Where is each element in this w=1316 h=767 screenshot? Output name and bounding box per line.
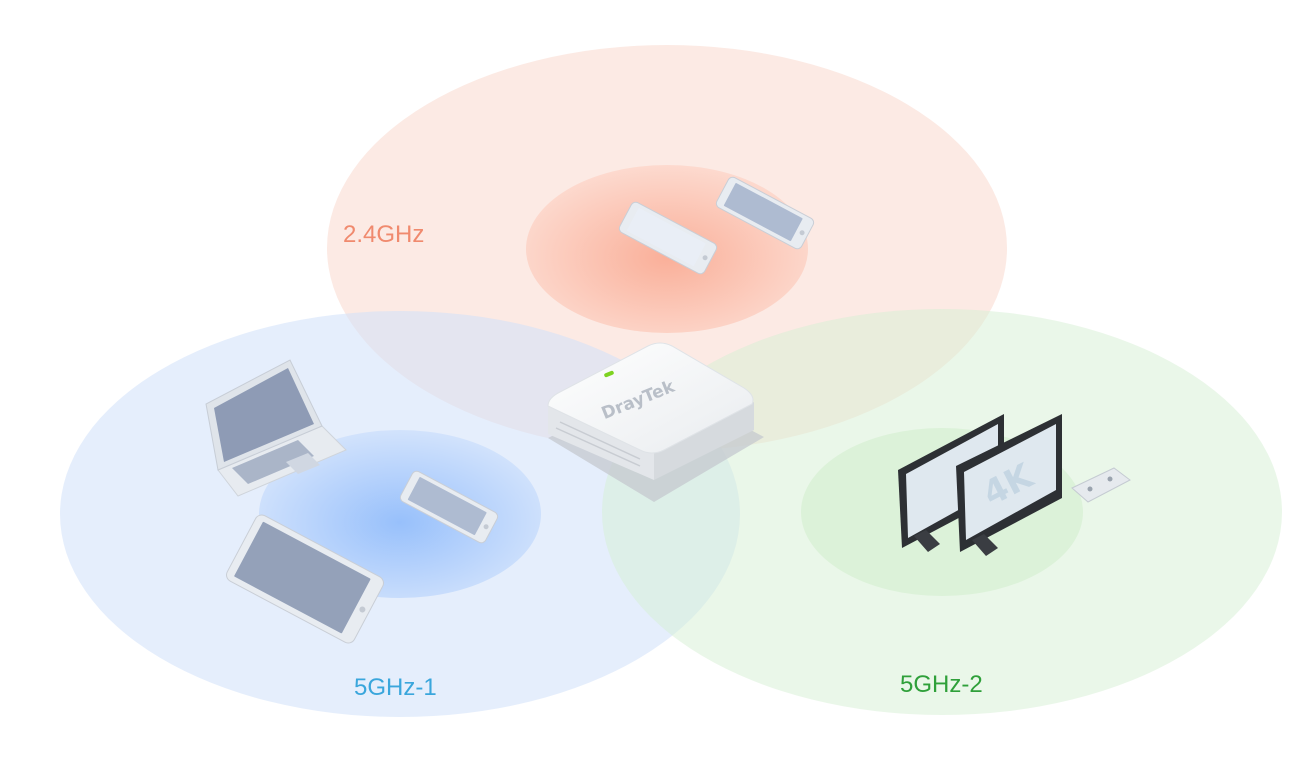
television xyxy=(898,414,1004,552)
smartphone xyxy=(618,201,718,275)
draytek-router: DrayTek xyxy=(547,342,764,502)
tablet xyxy=(226,514,384,644)
smartphone xyxy=(399,470,499,544)
band-label-5ghz-1: 5GHz-1 xyxy=(354,674,437,701)
laptop xyxy=(205,359,347,497)
router-status-led xyxy=(604,370,614,378)
game-controller xyxy=(1071,467,1131,503)
band-label-5ghz-2: 5GHz-2 xyxy=(900,671,983,698)
smartphone xyxy=(715,176,815,250)
television: 4K xyxy=(956,414,1062,556)
band-label-2-4ghz: 2.4GHz xyxy=(343,221,425,248)
